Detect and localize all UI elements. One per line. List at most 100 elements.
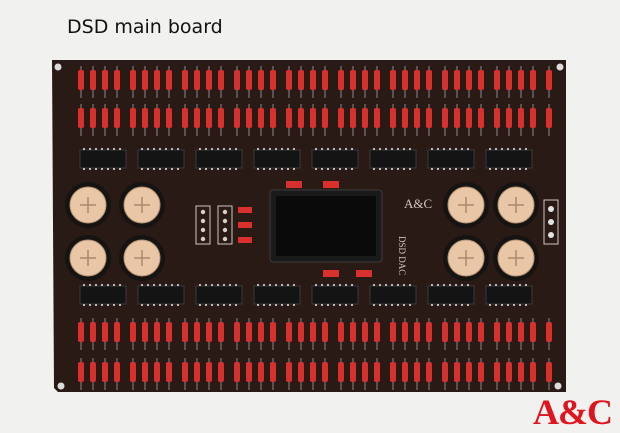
resistor xyxy=(338,362,344,382)
ic-pin xyxy=(89,168,91,170)
ic-pin xyxy=(217,284,219,286)
resistor xyxy=(454,322,460,342)
ic-pin xyxy=(443,168,445,170)
ic-pin xyxy=(321,168,323,170)
ic-pin xyxy=(519,168,521,170)
resistor xyxy=(102,108,108,128)
resistor xyxy=(442,70,448,90)
resistor xyxy=(402,322,408,342)
ic-pin xyxy=(489,168,491,170)
ic-chip xyxy=(79,285,127,305)
resistor xyxy=(518,70,524,90)
resistor xyxy=(270,70,276,90)
resistor xyxy=(142,322,148,342)
ic-pin xyxy=(281,148,283,150)
ic-pin xyxy=(327,148,329,150)
connector-pin xyxy=(548,206,554,212)
resistor xyxy=(426,362,432,382)
ic-pin xyxy=(165,168,167,170)
ic-pin xyxy=(501,284,503,286)
ic-pin xyxy=(397,284,399,286)
ic-pin xyxy=(461,284,463,286)
header-pin xyxy=(200,218,206,224)
ic-pin xyxy=(275,304,277,306)
ic-pin xyxy=(339,284,341,286)
resistor xyxy=(426,70,432,90)
resistor-array xyxy=(78,66,552,390)
capacitor-vent xyxy=(80,197,96,213)
ic-pin xyxy=(403,148,405,150)
ic-pin xyxy=(525,304,527,306)
resistor xyxy=(270,108,276,128)
ic-pin xyxy=(525,148,527,150)
ic-chip xyxy=(253,285,301,305)
ic-pin xyxy=(177,168,179,170)
ic-pin xyxy=(199,284,201,286)
ic-pin xyxy=(101,284,103,286)
ic-pin xyxy=(409,304,411,306)
resistor xyxy=(362,108,368,128)
resistor xyxy=(454,70,460,90)
resistor xyxy=(246,322,252,342)
ic-pin xyxy=(211,148,213,150)
ic-pin xyxy=(333,284,335,286)
resistor xyxy=(530,362,536,382)
resistor xyxy=(414,108,420,128)
resistor xyxy=(338,108,344,128)
resistor xyxy=(414,322,420,342)
resistor xyxy=(166,108,172,128)
ic-pin xyxy=(333,148,335,150)
ic-pin xyxy=(519,148,521,150)
ic-pin xyxy=(327,304,329,306)
resistor xyxy=(154,322,160,342)
resistor xyxy=(194,322,200,342)
resistor xyxy=(530,70,536,90)
resistor xyxy=(258,322,264,342)
resistor xyxy=(374,108,380,128)
resistor xyxy=(206,70,212,90)
ic-pin xyxy=(351,168,353,170)
ic-pin xyxy=(321,304,323,306)
ic-pin xyxy=(461,148,463,150)
ic-pin xyxy=(141,168,143,170)
ic-pin xyxy=(327,284,329,286)
ic-pin xyxy=(461,168,463,170)
ic-pin xyxy=(467,148,469,150)
resistor xyxy=(402,108,408,128)
resistor xyxy=(234,362,240,382)
resistor xyxy=(494,322,500,342)
ic-pin xyxy=(153,284,155,286)
ic-pin xyxy=(293,148,295,150)
ic-pin xyxy=(385,168,387,170)
ic-pin xyxy=(199,168,201,170)
ic-pin xyxy=(397,168,399,170)
resistor xyxy=(442,322,448,342)
resistor xyxy=(466,362,472,382)
ic-pin xyxy=(275,168,277,170)
silkscreen-label: DSD DAC xyxy=(397,236,407,275)
resistor xyxy=(130,362,136,382)
resistor xyxy=(234,108,240,128)
resistor xyxy=(362,362,368,382)
ic-pin xyxy=(461,304,463,306)
ic-pin xyxy=(141,284,143,286)
ic-pin xyxy=(315,168,317,170)
ic-pin xyxy=(223,304,225,306)
ic-pin xyxy=(269,148,271,150)
ic-pin xyxy=(409,148,411,150)
resistor xyxy=(310,362,316,382)
ic-pin xyxy=(269,168,271,170)
ic-pin xyxy=(95,284,97,286)
ic-pin xyxy=(287,148,289,150)
resistor xyxy=(142,108,148,128)
ic-pin xyxy=(507,148,509,150)
ic-pin xyxy=(229,168,231,170)
resistor xyxy=(78,362,84,382)
resistor xyxy=(130,70,136,90)
ic-chip xyxy=(195,149,243,169)
ic-pin xyxy=(269,284,271,286)
ic-chip xyxy=(137,149,185,169)
chip-row xyxy=(79,148,533,306)
resistor xyxy=(390,362,396,382)
ic-pin xyxy=(217,304,219,306)
